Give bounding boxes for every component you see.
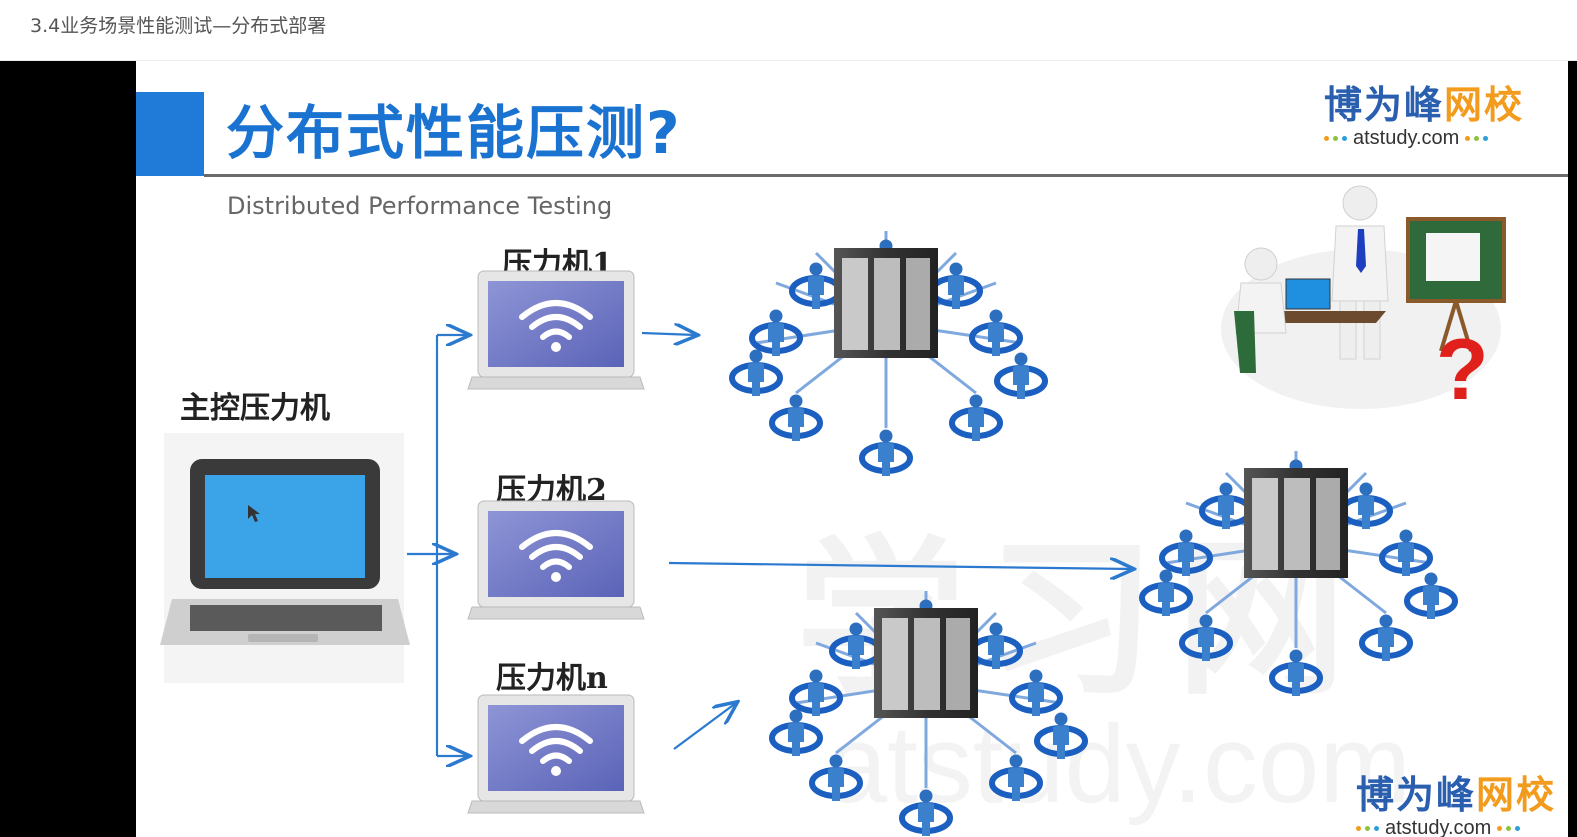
lesson-title: 3.4业务场景性能测试—分布式部署: [30, 11, 326, 38]
server-rack-icon: [874, 608, 978, 718]
question-mark-icon: ?: [1436, 322, 1489, 418]
diagram-canvas: ?: [136, 61, 1568, 837]
server-rack-icon: [834, 248, 938, 358]
presenter-illustration: ?: [1221, 186, 1504, 418]
network-cluster-2: [1142, 451, 1455, 696]
top-bar: 3.4业务场景性能测试—分布式部署: [0, 0, 1577, 61]
arrow-icon: [674, 703, 736, 749]
load-machine-2-laptop-icon: [468, 501, 644, 619]
load-machine-n-laptop-icon: [468, 695, 644, 813]
server-rack-icon: [1244, 468, 1348, 578]
network-cluster-n: [772, 591, 1085, 836]
network-cluster-1: [732, 231, 1045, 476]
master-laptop-icon: [160, 433, 410, 683]
arrow-icon: [642, 333, 696, 335]
video-player[interactable]: 学习网 atstudy.com 分布式性能压测? Distributed Per…: [0, 61, 1577, 837]
arrow-icon: [669, 563, 1132, 569]
load-machine-1-laptop-icon: [468, 271, 644, 389]
slide: 学习网 atstudy.com 分布式性能压测? Distributed Per…: [136, 61, 1568, 837]
